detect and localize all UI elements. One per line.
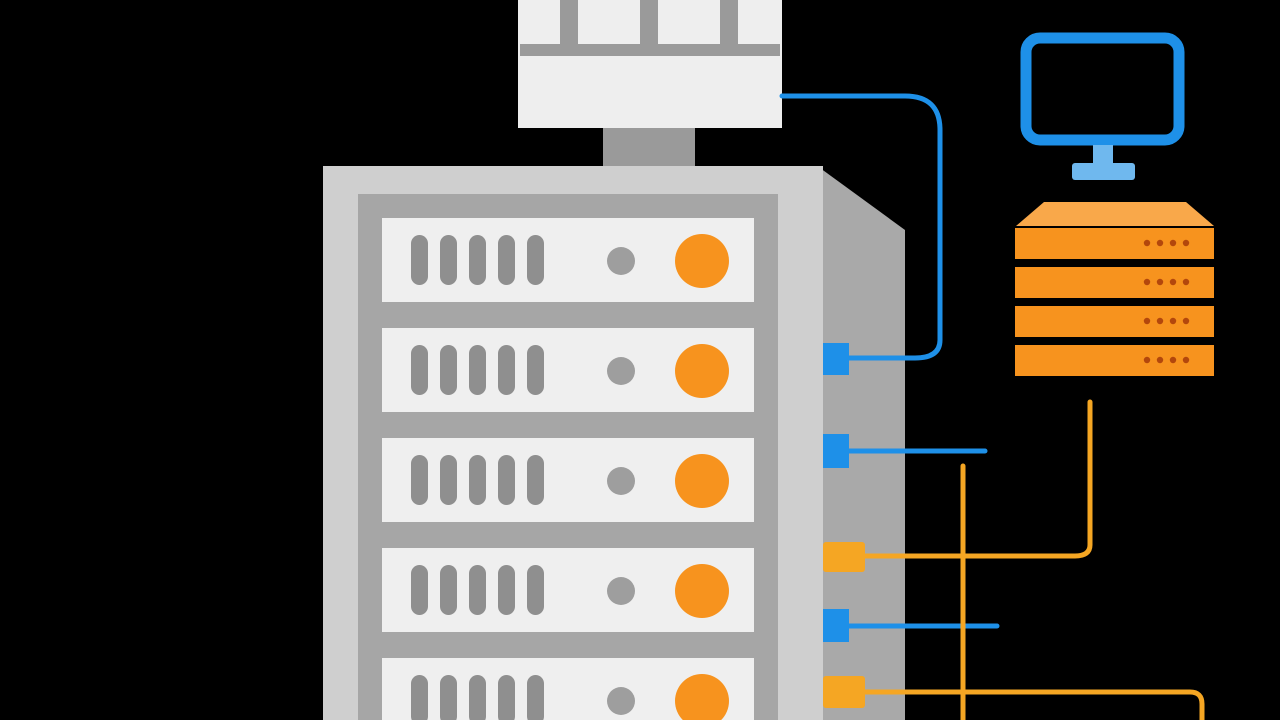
vent-slot — [469, 345, 486, 395]
server-stack-unit — [1015, 306, 1214, 337]
monitor-screen — [1020, 32, 1185, 146]
vent-slot — [498, 565, 515, 615]
indicator-dot — [1143, 356, 1151, 364]
indicator-dot — [1156, 278, 1164, 286]
server-stack-unit — [1015, 228, 1214, 259]
vent-slot — [411, 235, 428, 285]
power-port — [823, 676, 865, 708]
power-port — [823, 542, 865, 572]
indicator-dot — [1156, 317, 1164, 325]
rack-side — [820, 168, 905, 720]
network-cables — [779, 93, 1205, 720]
monitor-neck — [1093, 145, 1113, 167]
network-port — [823, 609, 849, 642]
monitor-base — [1072, 163, 1135, 180]
vent-slot — [440, 235, 457, 285]
server-rack — [323, 166, 905, 720]
server-stack-top — [1016, 202, 1214, 226]
server-unit — [382, 328, 754, 412]
vent-slot — [498, 675, 515, 720]
server-stack — [1015, 202, 1214, 376]
power-led — [675, 234, 729, 288]
indicator-dot — [1143, 317, 1151, 325]
vent-slot — [411, 345, 428, 395]
indicator-dot — [1182, 239, 1190, 247]
vent-slot — [469, 455, 486, 505]
vent-slot — [498, 455, 515, 505]
power-led — [675, 454, 729, 508]
server-unit — [382, 548, 754, 632]
vent-slot — [527, 675, 544, 720]
server-stack-unit — [1015, 267, 1214, 298]
cable-connectors — [823, 343, 865, 708]
power-led — [675, 674, 729, 720]
monitor-icon — [1020, 32, 1185, 180]
power-led — [675, 344, 729, 398]
vent-slot — [498, 235, 515, 285]
server-stack-unit-body — [1015, 306, 1214, 337]
server-stack-unit-body — [1015, 345, 1214, 376]
indicator-dot — [1143, 239, 1151, 247]
indicator-dot — [1156, 239, 1164, 247]
top-device-slot — [560, 0, 578, 44]
top-device-slot — [720, 0, 738, 44]
network-port — [823, 343, 849, 375]
vent-slot — [411, 455, 428, 505]
network-port — [823, 434, 849, 468]
top-device — [518, 0, 782, 168]
top-device-divider — [520, 44, 780, 56]
indicator-dot — [1169, 356, 1177, 364]
vent-slot — [440, 675, 457, 720]
server-unit — [382, 438, 754, 522]
indicator-dot — [1143, 278, 1151, 286]
vent-slot — [527, 565, 544, 615]
vent-slot — [469, 675, 486, 720]
vent-slot — [469, 565, 486, 615]
status-led — [607, 687, 635, 715]
indicator-dot — [1169, 278, 1177, 286]
vent-slot — [411, 565, 428, 615]
indicator-dot — [1169, 317, 1177, 325]
server-stack-unit-body — [1015, 267, 1214, 298]
indicator-dot — [1156, 356, 1164, 364]
server-stack-unit — [1015, 345, 1214, 376]
indicator-dot — [1182, 278, 1190, 286]
vent-slot — [527, 235, 544, 285]
indicator-dot — [1169, 239, 1177, 247]
server-stack-unit-body — [1015, 228, 1214, 259]
power-led — [675, 564, 729, 618]
vent-slot — [440, 565, 457, 615]
vent-slot — [527, 345, 544, 395]
indicator-dot — [1182, 356, 1190, 364]
vent-slot — [469, 235, 486, 285]
server-unit — [382, 218, 754, 302]
status-led — [607, 577, 635, 605]
rack-units — [382, 218, 754, 720]
vent-slot — [440, 345, 457, 395]
top-device-stand — [603, 128, 695, 168]
power-cable — [857, 399, 1093, 559]
indicator-dot — [1182, 317, 1190, 325]
network-cable — [779, 93, 943, 361]
vent-slot — [498, 345, 515, 395]
status-led — [607, 357, 635, 385]
server-unit — [382, 658, 754, 720]
vent-slot — [527, 455, 544, 505]
status-led — [607, 247, 635, 275]
status-led — [607, 467, 635, 495]
vent-slot — [440, 455, 457, 505]
vent-slot — [411, 675, 428, 720]
power-cable — [857, 689, 1205, 720]
top-device-slot — [640, 0, 658, 44]
